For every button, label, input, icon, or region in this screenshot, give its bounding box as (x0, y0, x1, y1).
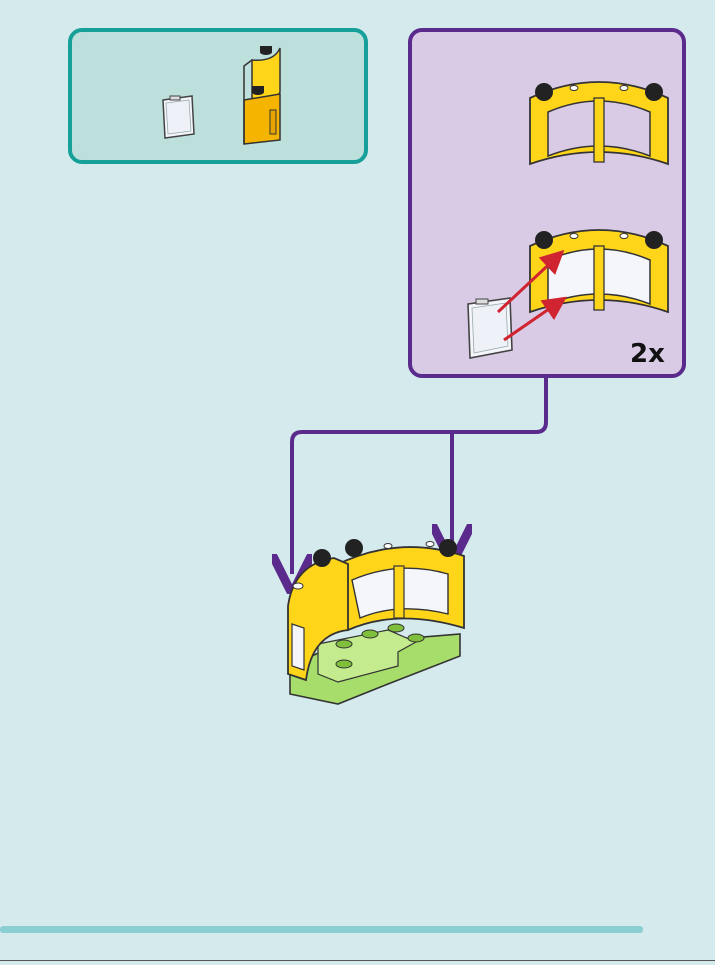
page-bottom-edge (0, 960, 715, 961)
page-footer-rule (0, 926, 643, 933)
assembled-model (278, 534, 478, 714)
